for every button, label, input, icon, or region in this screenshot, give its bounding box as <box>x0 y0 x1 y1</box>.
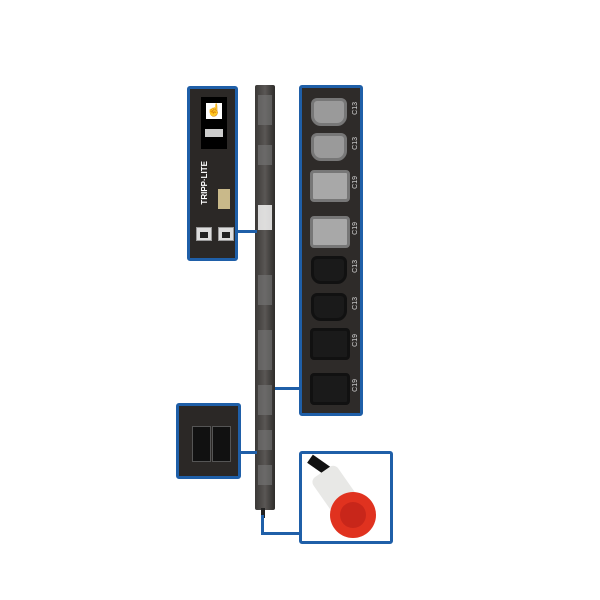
strip-panel <box>258 430 272 450</box>
outlet-type-label: C19 <box>352 334 359 347</box>
c13-outlet[interactable] <box>311 293 347 321</box>
outlet-type-label: C13 <box>352 102 359 115</box>
plug-face <box>340 502 366 528</box>
outlet-type-label: C19 <box>352 222 359 235</box>
outlet-type-label: C19 <box>352 379 359 392</box>
strip-panel <box>258 385 272 415</box>
strip-panel <box>258 145 272 165</box>
c13-outlet[interactable] <box>311 256 347 284</box>
connector-line <box>261 532 301 535</box>
c13-outlet[interactable] <box>311 133 347 161</box>
strip-panel <box>258 275 272 305</box>
strip-panel <box>258 465 272 485</box>
tripp-lite-logo <box>205 129 223 137</box>
strip-panel <box>258 205 272 230</box>
c19-outlet[interactable] <box>310 216 350 248</box>
connector-line <box>261 515 264 535</box>
connector-line <box>237 230 257 233</box>
touch-icon: ☝ <box>206 103 222 119</box>
outlet-type-label: C13 <box>352 260 359 273</box>
outlet-type-label: C13 <box>352 297 359 310</box>
outlets-callout: C13 C13 C19 C19 C13 C13 C19 C19 <box>299 85 363 416</box>
c13-outlet[interactable] <box>311 98 347 126</box>
plug-callout <box>299 451 393 544</box>
rj45-port-icon[interactable] <box>196 227 212 241</box>
rj45-port-icon[interactable] <box>218 227 234 241</box>
breaker[interactable] <box>192 426 211 462</box>
c19-outlet[interactable] <box>310 373 350 405</box>
outlet-type-label: C13 <box>352 137 359 150</box>
connector-line <box>240 451 257 454</box>
brand-logo: TRIPP·LITE <box>200 161 209 205</box>
strip-panel <box>258 330 272 370</box>
pdu-strip <box>255 85 275 510</box>
outlet-type-label: C19 <box>352 176 359 189</box>
c19-outlet[interactable] <box>310 170 350 202</box>
controller-callout: ☝ TRIPP·LITE <box>187 86 238 261</box>
cord <box>261 508 265 518</box>
connector-line <box>275 387 301 390</box>
strip-panel <box>258 95 272 125</box>
iec-60309-plug-icon <box>330 492 376 538</box>
breakers-callout <box>176 403 241 479</box>
usb-port-icon[interactable] <box>218 189 230 209</box>
breaker[interactable] <box>212 426 231 462</box>
c19-outlet[interactable] <box>310 328 350 360</box>
